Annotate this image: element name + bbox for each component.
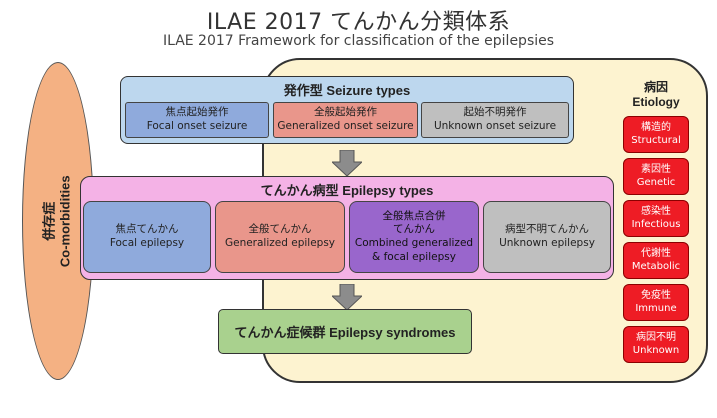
etiology-item-label-en: Structural bbox=[631, 134, 681, 146]
epilepsy-type-label-en-2: & focal epilepsy bbox=[372, 250, 456, 263]
seizure-types-title: 発作型 Seizure types bbox=[283, 83, 411, 98]
etiology-item-genetic: 素因性 Genetic bbox=[623, 158, 689, 195]
epilepsy-type-label-ja-1: 全般焦点合併 bbox=[382, 209, 446, 222]
epilepsy-type-label-en: Focal epilepsy bbox=[109, 237, 185, 249]
seizure-type-label-en: Focal onset seizure bbox=[146, 120, 248, 132]
page-subtitle: ILAE 2017 Framework for classification o… bbox=[162, 33, 555, 49]
down-arrow-icon bbox=[332, 150, 362, 176]
epilepsy-types-title: てんかん病型 Epilepsy types bbox=[260, 183, 434, 198]
down-arrow-icon bbox=[332, 284, 362, 310]
seizure-type-label-en: Unknown onset seizure bbox=[433, 120, 557, 132]
etiology-item-label-ja: 素因性 bbox=[641, 164, 671, 175]
epilepsy-type-label-ja: 焦点てんかん bbox=[115, 223, 179, 236]
etiology-item-label-ja: 代謝性 bbox=[641, 248, 671, 259]
seizure-type-unknown: 起始不明発作 Unknown onset seizure bbox=[421, 102, 569, 138]
etiology-item-label-en: Unknown bbox=[632, 344, 680, 356]
etiology-item-label-ja: 構造的 bbox=[641, 122, 671, 133]
epilepsy-type-label-ja: 全般てんかん bbox=[248, 223, 312, 236]
etiology-title: 病因 Etiology bbox=[620, 80, 692, 110]
seizure-type-label-ja: 全般起始発作 bbox=[314, 106, 377, 119]
etiology-item-label-en: Metabolic bbox=[631, 260, 681, 272]
comorbidities-label: 併存症 Co-morbidities bbox=[42, 175, 75, 267]
seizure-type-generalized: 全般起始発作 Generalized onset seizure bbox=[273, 102, 418, 138]
etiology-item-metabolic: 代謝性 Metabolic bbox=[623, 242, 689, 279]
epilepsy-type-label-en-1: Combined generalized bbox=[354, 237, 474, 249]
etiology-title-ja: 病因 bbox=[643, 80, 668, 94]
epilepsy-type-label-en: Unknown epilepsy bbox=[499, 237, 595, 249]
epilepsy-syndromes-box: てんかん症候群 Epilepsy syndromes bbox=[218, 309, 472, 354]
seizure-type-label-ja: 起始不明発作 bbox=[463, 106, 527, 119]
epilepsy-type-focal: 焦点てんかん Focal epilepsy bbox=[83, 201, 211, 273]
comorbidities-label-ja: 併存症 bbox=[41, 201, 57, 241]
epilepsy-type-label-ja: 病型不明てんかん bbox=[505, 223, 589, 236]
etiology-item-label-ja: 病因不明 bbox=[636, 332, 676, 343]
etiology-item-label-ja: 感染性 bbox=[641, 206, 671, 217]
epilepsy-type-label-en: Generalized epilepsy bbox=[224, 237, 336, 249]
etiology-item-infectious: 感染性 Infectious bbox=[623, 200, 689, 237]
etiology-item-label-en: Infectious bbox=[631, 218, 681, 230]
epilepsy-type-generalized: 全般てんかん Generalized epilepsy bbox=[215, 201, 345, 273]
epilepsy-type-unknown: 病型不明てんかん Unknown epilepsy bbox=[483, 201, 611, 273]
etiology-item-label-ja: 免疫性 bbox=[641, 290, 671, 301]
etiology-item-label-en: Immune bbox=[635, 302, 677, 314]
etiology-title-en: Etiology bbox=[632, 95, 680, 109]
etiology-item-immune: 免疫性 Immune bbox=[623, 284, 689, 321]
etiology-item-structural: 構造的 Structural bbox=[623, 116, 689, 153]
epilepsy-type-combined: 全般焦点合併 てんかん Combined generalized & focal… bbox=[349, 201, 479, 273]
seizure-type-label-ja: 焦点起始発作 bbox=[165, 106, 229, 119]
etiology-item-unknown: 病因不明 Unknown bbox=[623, 326, 689, 363]
seizure-type-focal: 焦点起始発作 Focal onset seizure bbox=[125, 102, 269, 138]
seizure-type-label-en: Generalized onset seizure bbox=[277, 120, 414, 132]
comorbidities-label-en: Co-morbidities bbox=[58, 175, 74, 267]
page-title: ILAE 2017 てんかん分類体系 bbox=[206, 10, 511, 35]
epilepsy-type-label-ja-2: てんかん bbox=[393, 223, 435, 236]
etiology-item-label-en: Genetic bbox=[636, 176, 676, 188]
